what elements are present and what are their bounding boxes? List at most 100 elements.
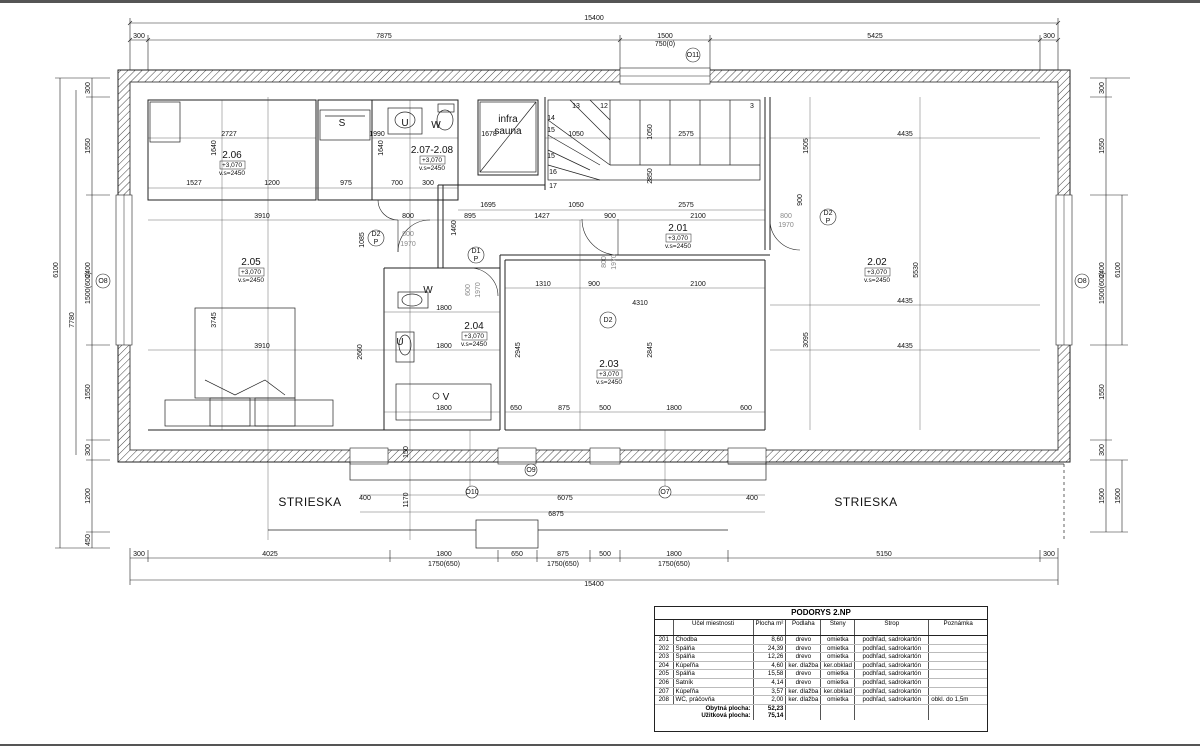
fixture-label-shower: S (339, 118, 346, 129)
dim-bottom: 500 (599, 551, 611, 558)
dim-internal: 800 (402, 213, 414, 220)
dim-internal: 500 (599, 405, 611, 412)
room-number: 2.07-2.08 (411, 145, 454, 156)
dim-internal: 700 (391, 180, 403, 187)
dim-internal: 1990 (369, 131, 385, 138)
dim-bottom: 300 (133, 551, 145, 558)
room-level: +3,070 (464, 333, 484, 340)
dim-bottom-sub: 1750(650) (658, 561, 690, 568)
dim-internal: 900 (588, 281, 600, 288)
room-height: v.s=2450 (219, 170, 245, 177)
fixture-label-bath: V (443, 392, 450, 403)
door-marker: D2 (372, 231, 381, 238)
room-number: 2.03 (599, 359, 619, 370)
table-cell: podhľad, sadrokartón (854, 687, 930, 697)
sauna-label: infra (498, 114, 518, 125)
dim-internal: 1170 (403, 492, 410, 507)
stair-number: 17 (549, 183, 557, 190)
dim-internal: 6875 (548, 511, 564, 518)
room-table: Účel miestnosti Plocha m² Podlaha Steny … (655, 620, 987, 720)
table-cell: 206 (655, 678, 674, 688)
table-cell (928, 687, 987, 697)
table-cell (785, 704, 822, 713)
table-cell: drevo (785, 644, 822, 654)
room-number: 2.06 (222, 150, 242, 161)
table-header (655, 620, 674, 636)
table-cell: 8,60 (753, 635, 787, 645)
table-cell: ker. dlažba (785, 695, 822, 705)
dim-internal: 2575 (678, 202, 694, 209)
window-marker: O11 (687, 52, 700, 59)
dim-top: 300 (133, 33, 145, 40)
dim-top: 1500 (657, 33, 673, 40)
grid-markers (95, 47, 1090, 499)
dim-total-top: 15400 (584, 15, 604, 22)
room-height: v.s=2450 (596, 379, 622, 386)
table-header-row: Účel miestnosti Plocha m² Podlaha Steny … (655, 620, 987, 636)
window-marker: O8 (98, 278, 107, 285)
left-dimension-lines (55, 77, 110, 549)
table-cell: drevo (785, 635, 822, 645)
dim-right: 1550 (1099, 138, 1106, 154)
room-height: v.s=2450 (864, 277, 890, 284)
dim-internal: 2575 (678, 131, 694, 138)
dim-internal: 6075 (557, 495, 573, 502)
table-header: Strop (854, 620, 930, 636)
top-frame-line (0, 0, 1200, 3)
dim-internal: 1695 (480, 202, 496, 209)
top-dimension-lines (127, 18, 1061, 70)
room-2-07-2-08: 2.07-2.08 +3,070 v.s=2450 (411, 145, 454, 172)
fixture-label-sink: U (401, 118, 408, 129)
table-cell: ker. dlažba (785, 687, 822, 697)
room-level: +3,070 (668, 235, 688, 242)
table-cell (928, 678, 987, 688)
table-cell: omietka (820, 669, 856, 679)
room-level: +3,070 (422, 157, 442, 164)
room-level: +3,070 (241, 269, 261, 276)
dim-bottom: 300 (1043, 551, 1055, 558)
table-cell (820, 704, 856, 713)
table-cell: 203 (655, 652, 674, 662)
dim-internal: 600 (740, 405, 752, 412)
room-number: 2.02 (867, 257, 887, 268)
dim-right: 2400 (1099, 262, 1106, 278)
dim-bottom: 4025 (262, 551, 278, 558)
table-cell: 207 (655, 687, 674, 697)
dim-internal: 1460 (451, 220, 458, 236)
room-height: v.s=2450 (665, 243, 691, 250)
dim-door: 800 (402, 231, 414, 238)
table-cell: 204 (655, 661, 674, 671)
staircase (547, 99, 761, 181)
table-cell: Spálňa (673, 652, 754, 662)
dim-total-bottom: 15400 (584, 581, 604, 588)
table-cell (820, 712, 856, 720)
table-cell: 12,26 (753, 652, 787, 662)
bottom-frame-line (0, 744, 1200, 746)
door-marker: D1 (472, 248, 481, 255)
dim-left-total: 7780 (69, 312, 76, 328)
table-summary-row: Obytná plocha:52,23 (655, 704, 987, 713)
dim-internal: 1800 (436, 305, 452, 312)
right-dimension-lines (1090, 77, 1130, 533)
dim-internal: 400 (359, 495, 371, 502)
table-cell: podhľad, sadrokartón (854, 652, 930, 662)
table-cell: 4,14 (753, 678, 787, 688)
dim-left-total: 6100 (53, 262, 60, 278)
dim-top: 7875 (376, 33, 392, 40)
bottom-dimension-lines (129, 548, 1059, 585)
stair-number: 16 (549, 169, 557, 176)
dim-internal: 4310 (632, 300, 648, 307)
window-marker: O9 (526, 467, 535, 474)
sauna-label: sauna (494, 126, 522, 137)
internal-dimension-numbers: 2727 1640 1527 1200 975 700 300 1990 164… (186, 124, 920, 518)
doors (377, 199, 801, 297)
dim-internal: 1678 (481, 131, 497, 138)
table-header: Plocha m² (753, 620, 787, 636)
dim-internal: 1640 (211, 140, 218, 156)
stair-number: 12 (600, 103, 608, 110)
